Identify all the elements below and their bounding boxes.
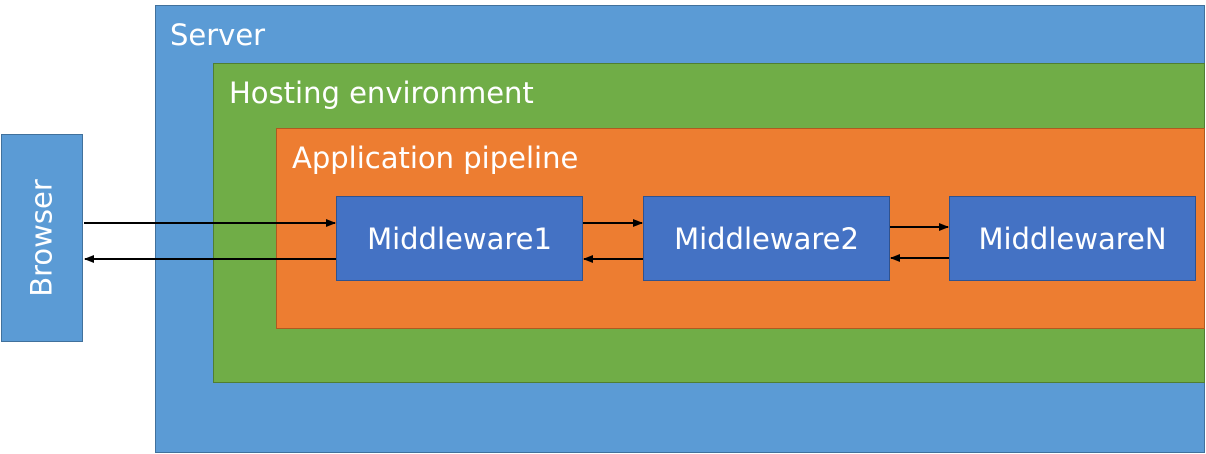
browser-label: Browser [24, 179, 59, 297]
application-pipeline-label: Application pipeline [292, 141, 579, 175]
middleware-1-box: Middleware1 [336, 196, 583, 281]
browser-box [1, 134, 83, 342]
middleware-n-label: MiddlewareN [978, 221, 1167, 256]
middleware-2-box: Middleware2 [643, 196, 890, 281]
server-label: Server [170, 18, 266, 52]
hosting-environment-label: Hosting environment [229, 76, 534, 110]
middleware-2-label: Middleware2 [674, 221, 859, 256]
middleware-1-label: Middleware1 [367, 221, 552, 256]
middleware-n-box: MiddlewareN [949, 196, 1196, 281]
